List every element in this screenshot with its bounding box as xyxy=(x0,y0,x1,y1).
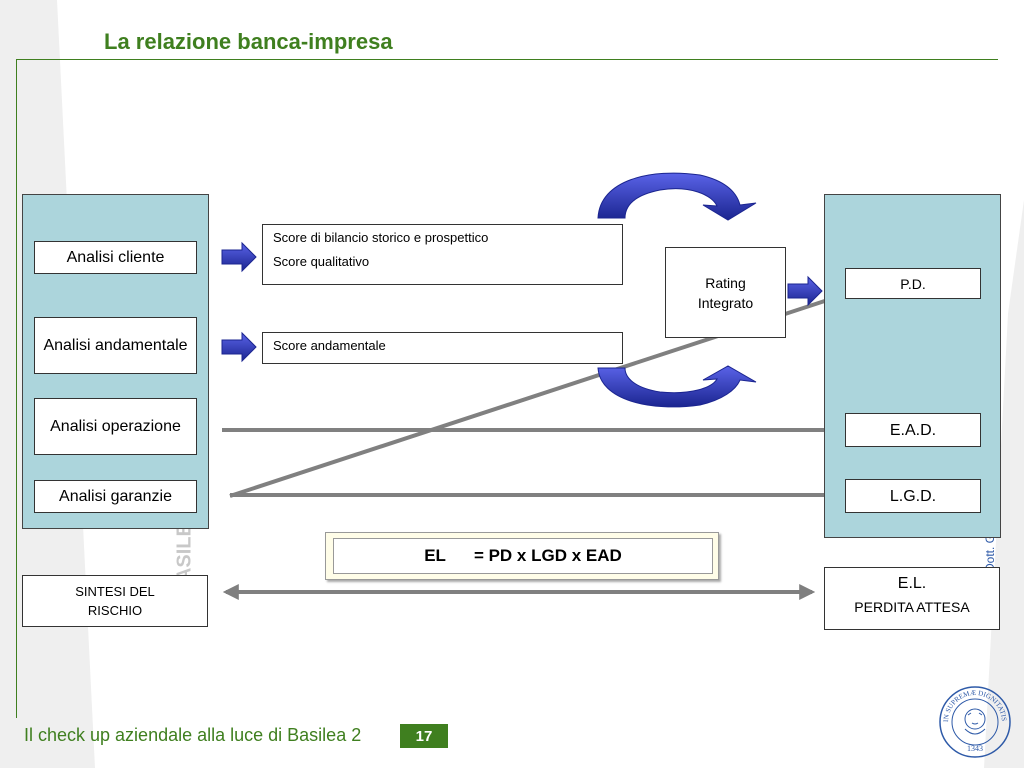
rating-integrato-label: Rating Integrato xyxy=(697,274,754,311)
risk-synthesis-label: SINTESI DEL RISCHIO xyxy=(75,584,155,618)
curved-arrow-top-icon xyxy=(597,172,757,221)
footer-text: Il check up aziendale alla luce di Basil… xyxy=(24,725,362,745)
expected-loss-desc: PERDITA ATTESA xyxy=(854,599,970,615)
slide-title: La relazione banca-impresa xyxy=(104,29,393,54)
svg-text:IN SUPREMÆ DIGNITATIS: IN SUPREMÆ DIGNITATIS xyxy=(942,689,1008,722)
page-number-badge: 17 xyxy=(400,724,448,748)
frame-top-line xyxy=(16,59,998,60)
score-qualitativo-label: Score qualitativo xyxy=(273,254,370,269)
param-pd: P.D. xyxy=(845,268,981,299)
rating-integrato-box: Rating Integrato xyxy=(665,247,786,338)
analysis-item-operazione: Analisi operazione xyxy=(34,398,197,455)
frame-left-line xyxy=(16,59,17,718)
score-andamentale-box: Score andamentale xyxy=(262,332,623,364)
analysis-item-andamentale: Analisi andamentale xyxy=(34,317,197,374)
score-bilancio-label: Score di bilancio storico e prospettico xyxy=(273,230,489,245)
expected-loss-label: E.L. xyxy=(897,575,927,592)
arrow-rating-icon xyxy=(787,275,823,307)
seal-year: 1343 xyxy=(967,744,983,753)
analysis-item-garanzie: Analisi garanzie xyxy=(34,480,197,513)
seal-motto: IN SUPREMÆ DIGNITATIS xyxy=(942,689,1008,722)
param-lgd: L.G.D. xyxy=(845,479,981,513)
formula-box: EL = PD x LGD x EAD xyxy=(333,538,713,574)
formula-lhs: EL xyxy=(424,546,446,565)
formula-rhs: = PD x LGD x EAD xyxy=(473,546,622,565)
risk-synthesis-box: SINTESI DEL RISCHIO xyxy=(22,575,208,627)
score-bilancio-box: Score di bilancio storico e prospettico … xyxy=(262,224,623,285)
expected-loss-box: E.L. PERDITA ATTESA xyxy=(824,567,1000,630)
param-ead: E.A.D. xyxy=(845,413,981,447)
arrow-cliente-icon xyxy=(221,241,257,273)
curved-arrow-bottom-icon xyxy=(597,365,757,408)
university-seal-icon: IN SUPREMÆ DIGNITATIS 1343 xyxy=(939,686,1011,758)
arrow-andamentale-icon xyxy=(221,331,257,363)
analysis-item-cliente: Analisi cliente xyxy=(34,241,197,274)
score-andamentale-label: Score andamentale xyxy=(273,338,386,353)
